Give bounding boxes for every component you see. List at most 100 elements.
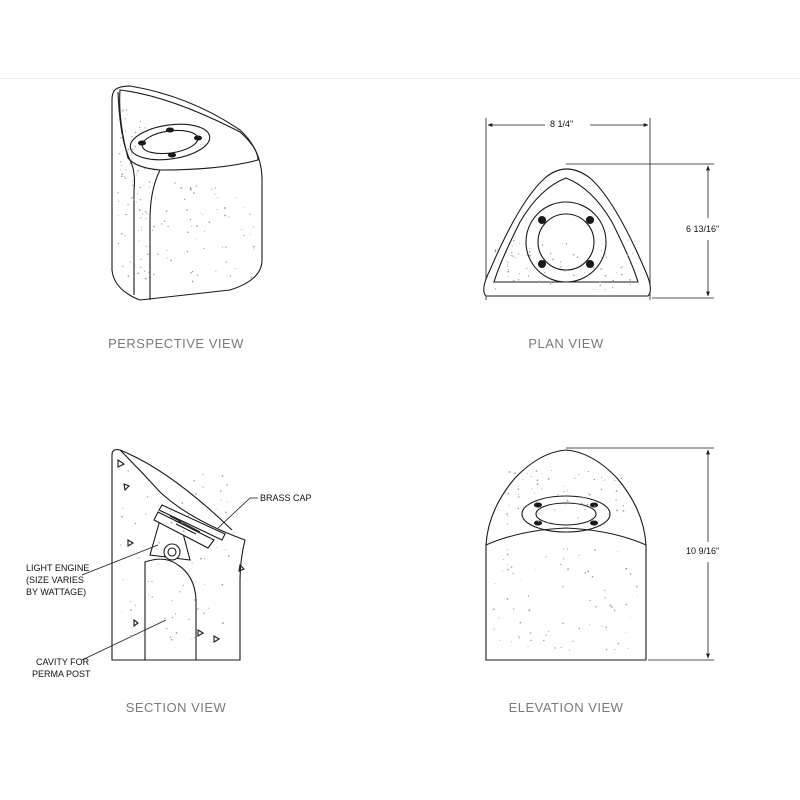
- speckle-dot: [590, 269, 592, 271]
- speckle-dot: [529, 254, 531, 257]
- speckle-dot: [507, 515, 509, 517]
- speckle-dot: [584, 508, 586, 510]
- speckle-dot: [620, 267, 622, 269]
- speckle-dot: [602, 523, 605, 526]
- speckle-dot: [130, 609, 132, 612]
- speckle-dot: [216, 546, 218, 548]
- speckle-dot: [536, 483, 539, 486]
- speckle-dot: [582, 497, 585, 499]
- speckle-dot: [121, 173, 124, 176]
- speckle-dot: [506, 553, 509, 556]
- speckle-dot: [134, 131, 137, 134]
- speckle-dot: [512, 572, 514, 575]
- speckle-dot: [623, 244, 625, 246]
- speckle-dot: [189, 188, 192, 191]
- speckle-dot: [507, 492, 510, 495]
- speckle-dot: [518, 493, 520, 495]
- speckle-dot: [512, 280, 515, 282]
- speckle-dot: [526, 472, 528, 474]
- speckle-dot: [195, 238, 197, 240]
- speckle-dot: [592, 267, 595, 269]
- speckle-dot: [252, 226, 254, 228]
- speckle-dot: [502, 559, 504, 560]
- speckle-dot: [526, 254, 528, 256]
- speckle-dot: [577, 517, 579, 519]
- speckle-dot: [124, 175, 126, 177]
- speckle-dot: [121, 515, 123, 518]
- speckle-dot: [127, 148, 130, 151]
- speckle-dot: [191, 280, 194, 283]
- speckle-dot: [530, 475, 532, 478]
- speckle-dot: [627, 254, 629, 257]
- speckle-dot: [193, 479, 195, 482]
- speckle-dot: [597, 520, 599, 522]
- speckle-dot: [537, 520, 540, 523]
- speckle-dot: [173, 519, 175, 521]
- speckle-dot: [588, 493, 591, 496]
- speckle-dot: [200, 557, 202, 560]
- speckle-dot: [563, 558, 565, 560]
- speckle-dot: [229, 275, 232, 277]
- speckle-dot: [620, 516, 622, 518]
- speckle-dot: [171, 616, 174, 619]
- speckle-dot: [139, 163, 141, 165]
- speckle-dot: [132, 184, 134, 186]
- speckle-dot: [518, 637, 521, 639]
- speckle-dot: [604, 597, 606, 599]
- speckle-dot: [166, 257, 168, 259]
- speckle-dot: [151, 596, 153, 598]
- speckle-dot: [536, 479, 539, 482]
- speckle-dot: [194, 636, 195, 638]
- speckle-dot: [121, 612, 123, 613]
- speckle-dot: [125, 213, 127, 216]
- speckle-dot: [163, 617, 166, 619]
- speckle-dot: [132, 180, 134, 182]
- speckle-dot: [573, 274, 575, 277]
- speckle-dot: [175, 543, 177, 546]
- speckle-dot: [578, 474, 580, 476]
- speckle-dot: [140, 120, 142, 122]
- speckle-dot: [496, 248, 499, 250]
- speckle-dot: [148, 271, 150, 273]
- speckle-dot: [140, 217, 142, 219]
- speckle-dot: [214, 187, 217, 189]
- speckle-dot: [140, 258, 142, 261]
- speckle-dot: [527, 595, 530, 597]
- speckle-dot: [594, 505, 596, 507]
- speckle-dot: [139, 198, 141, 201]
- speckle-dot: [165, 210, 168, 212]
- speckle-dot: [587, 274, 589, 276]
- speckle-dot: [145, 245, 148, 248]
- speckle-dot: [151, 580, 153, 583]
- speckle-dot: [502, 570, 503, 572]
- speckle-dot: [625, 603, 628, 606]
- speckle-dot: [600, 249, 602, 251]
- speckle-dot: [604, 289, 606, 291]
- speckle-dot: [593, 478, 596, 481]
- speckle-dot: [226, 501, 228, 503]
- cavity-callout-line1: CAVITY FOR: [36, 657, 90, 667]
- speckle-dot: [513, 608, 515, 610]
- speckle-dot: [552, 258, 554, 261]
- speckle-dot: [148, 276, 150, 278]
- speckle-dot: [567, 568, 569, 570]
- speckle-dot: [595, 606, 597, 608]
- speckle-dot: [564, 271, 566, 273]
- speckle-dot: [220, 499, 222, 501]
- speckle-dot: [134, 264, 136, 266]
- speckle-dot: [242, 207, 244, 209]
- speckle-dot: [193, 192, 195, 194]
- speckle-dot: [223, 207, 226, 209]
- speckle-dot: [606, 629, 607, 631]
- speckle-dot: [629, 573, 632, 575]
- speckle-dot: [124, 177, 127, 179]
- speckle-dot: [506, 598, 509, 600]
- concrete-speckle-texture: [117, 109, 638, 651]
- speckle-dot: [620, 273, 623, 276]
- speckle-dot: [163, 220, 166, 223]
- speckle-dot: [146, 213, 148, 215]
- speckle-dot: [180, 187, 183, 189]
- speckle-dot: [175, 647, 177, 649]
- speckle-dot: [202, 214, 204, 216]
- speckle-dot: [563, 485, 565, 487]
